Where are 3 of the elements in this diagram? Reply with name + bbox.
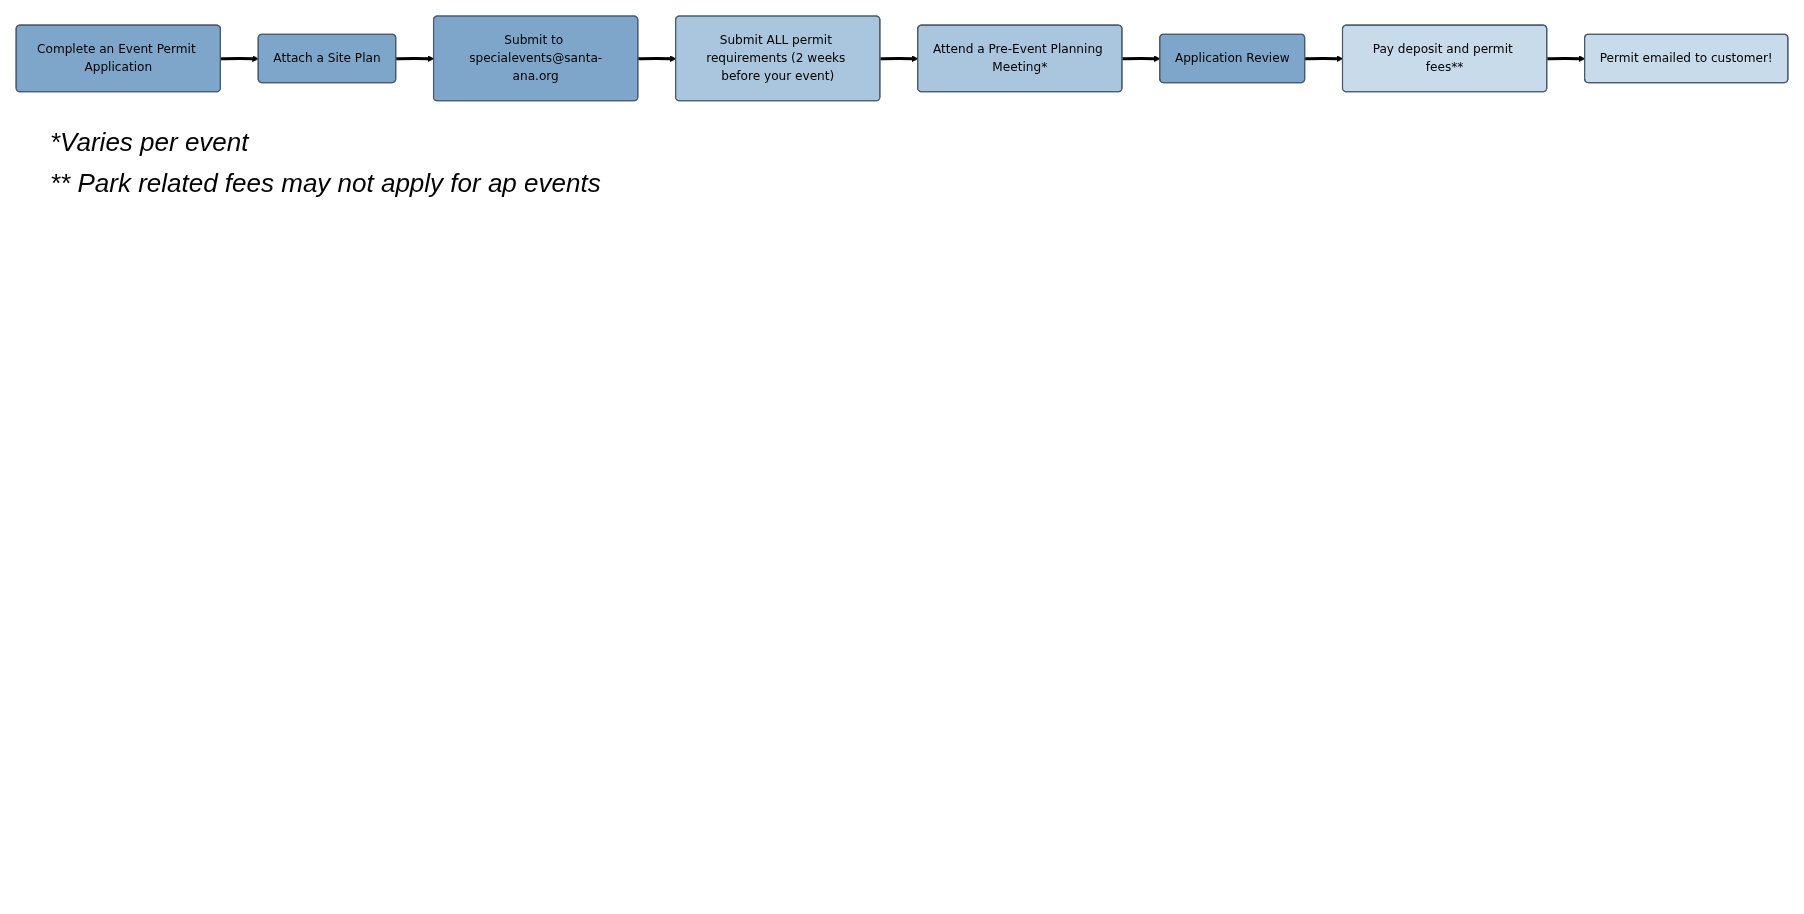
footnote: ** Park related fees may not apply for ap events [50,167,602,199]
arrow [220,55,259,62]
footnote: *Varies per event [50,126,251,158]
